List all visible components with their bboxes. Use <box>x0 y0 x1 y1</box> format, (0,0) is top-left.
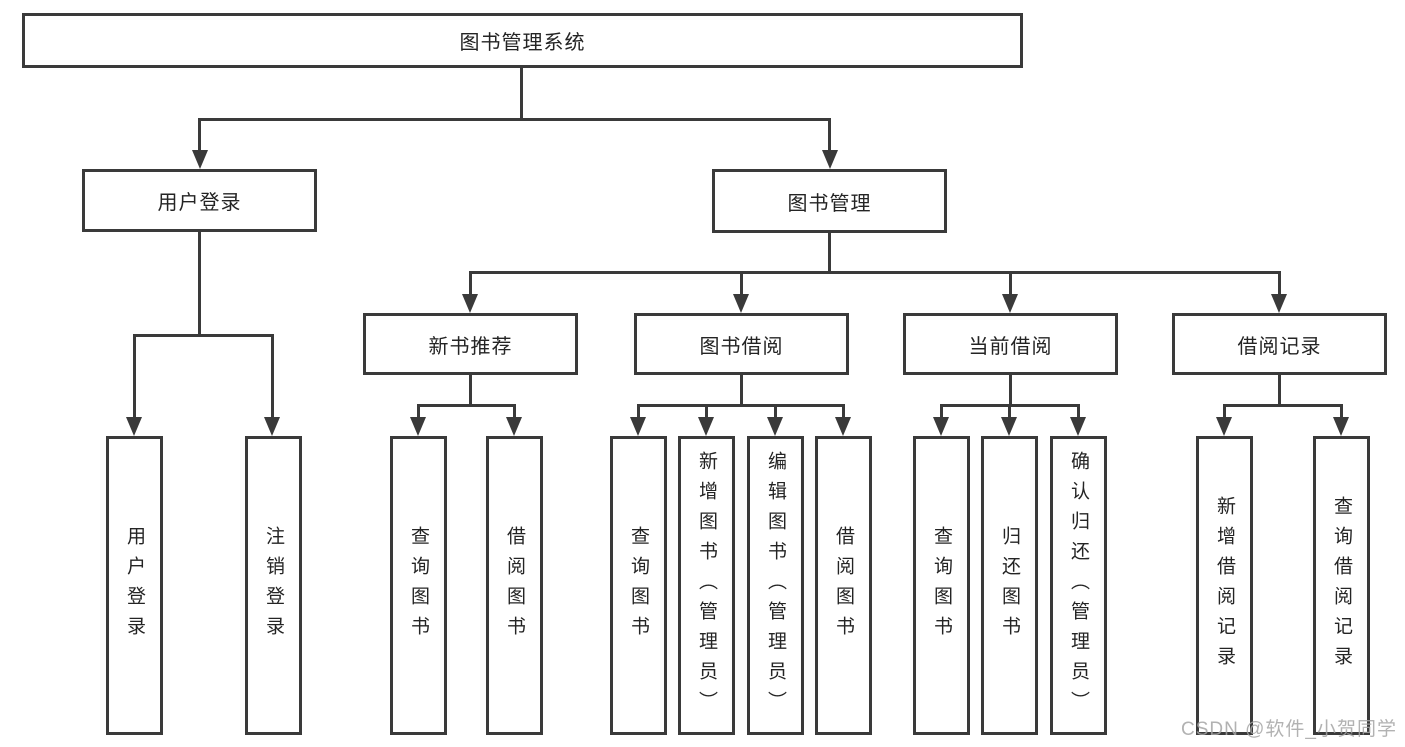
connector-line <box>469 271 472 297</box>
connector-line <box>1278 374 1281 406</box>
connector-line <box>740 271 743 297</box>
connector-line <box>1223 404 1226 418</box>
node-borrow-add-books-admin: 新增图书（管理员） <box>678 436 735 735</box>
connector-line <box>1009 271 1012 297</box>
arrowhead-down-icon <box>410 417 426 436</box>
connector-line <box>1278 271 1281 297</box>
node-book-borrow: 图书借阅 <box>634 313 849 375</box>
connector-line <box>842 404 845 418</box>
node-record-query-borrow-record: 查询借阅记录 <box>1313 436 1370 735</box>
node-library-management-system: 图书管理系统 <box>22 13 1023 68</box>
connector-line <box>198 230 201 336</box>
arrowhead-down-icon <box>822 150 838 169</box>
connector-line <box>637 404 844 407</box>
node-current-confirm-return-admin: 确认归还（管理员） <box>1050 436 1107 735</box>
node-record-add-borrow-record: 新增借阅记录 <box>1196 436 1253 735</box>
arrowhead-down-icon <box>630 417 646 436</box>
arrowhead-down-icon <box>506 417 522 436</box>
connector-line <box>940 404 943 418</box>
connector-line <box>1077 404 1080 418</box>
arrowhead-down-icon <box>1001 417 1017 436</box>
node-book-management: 图书管理 <box>712 169 947 233</box>
connector-line <box>774 404 777 418</box>
connector-line <box>828 118 831 152</box>
arrowhead-down-icon <box>1002 294 1018 313</box>
csdn-watermark: CSDN @软件_小贺同学 <box>1181 719 1397 740</box>
node-borrow-borrow-books: 借阅图书 <box>815 436 872 735</box>
connector-line <box>705 404 708 418</box>
connector-line <box>133 334 274 337</box>
connector-line <box>417 404 420 418</box>
node-borrow-record: 借阅记录 <box>1172 313 1387 375</box>
connector-line <box>520 66 523 120</box>
arrowhead-down-icon <box>1271 294 1287 313</box>
arrowhead-down-icon <box>733 294 749 313</box>
node-new-book-recommend: 新书推荐 <box>363 313 578 375</box>
connector-line <box>513 404 516 418</box>
connector-line <box>1009 373 1012 406</box>
arrowhead-down-icon <box>264 417 280 436</box>
node-borrow-query-books: 查询图书 <box>610 436 667 735</box>
connector-line <box>1340 404 1343 418</box>
connector-line <box>828 231 831 274</box>
node-newrec-borrow-books: 借阅图书 <box>486 436 543 735</box>
node-current-borrow: 当前借阅 <box>903 313 1118 375</box>
connector-line <box>469 373 472 406</box>
node-borrow-edit-books-admin: 编辑图书（管理员） <box>747 436 804 735</box>
connector-line <box>133 334 136 418</box>
node-current-query-books: 查询图书 <box>913 436 970 735</box>
node-current-return-books: 归还图书 <box>981 436 1038 735</box>
arrowhead-down-icon <box>1216 417 1232 436</box>
connector-line <box>637 404 640 418</box>
connector-line <box>417 404 516 407</box>
arrowhead-down-icon <box>1070 417 1086 436</box>
node-user-login: 用户登录 <box>82 169 317 232</box>
connector-line <box>469 271 1280 274</box>
arrowhead-down-icon <box>933 417 949 436</box>
arrowhead-down-icon <box>462 294 478 313</box>
arrowhead-down-icon <box>1333 417 1349 436</box>
arrowhead-down-icon <box>698 417 714 436</box>
arrowhead-down-icon <box>192 150 208 169</box>
connector-line <box>198 118 201 152</box>
arrowhead-down-icon <box>835 417 851 436</box>
connector-line <box>271 334 274 418</box>
connector-line <box>198 118 831 121</box>
node-user-login-leaf: 用户登录 <box>106 436 163 735</box>
node-logout: 注销登录 <box>245 436 302 735</box>
node-newrec-query-books: 查询图书 <box>390 436 447 735</box>
connector-line <box>1008 404 1011 418</box>
arrowhead-down-icon <box>767 417 783 436</box>
connector-line <box>740 373 743 406</box>
connector-line <box>1223 404 1343 407</box>
arrowhead-down-icon <box>126 417 142 436</box>
